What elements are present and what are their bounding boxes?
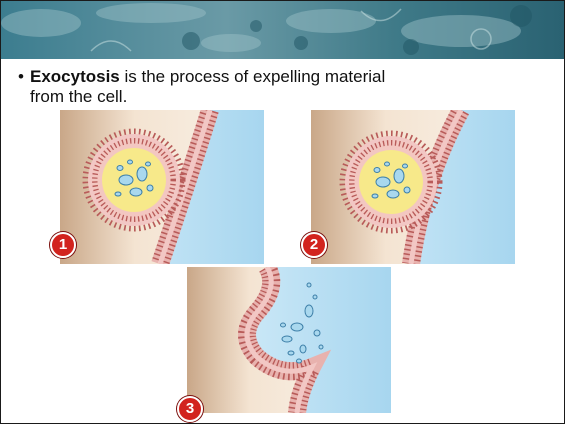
- bullet-line1-rest: is the process of expelling material: [120, 67, 386, 86]
- bullet-line2: from the cell.: [18, 87, 127, 106]
- step-2-badge: 2: [301, 232, 327, 258]
- step-3-badge: 3: [177, 396, 203, 422]
- step-2-illustration: [311, 110, 515, 264]
- step-3-illustration: [187, 267, 391, 413]
- bullet-text: •Exocytosis is the process of expelling …: [18, 67, 538, 107]
- bullet-marker: •: [18, 67, 30, 87]
- header-banner: [1, 1, 564, 59]
- step-1-illustration: [60, 110, 264, 264]
- step-1-badge: 1: [50, 232, 76, 258]
- term-exocytosis: Exocytosis: [30, 67, 120, 86]
